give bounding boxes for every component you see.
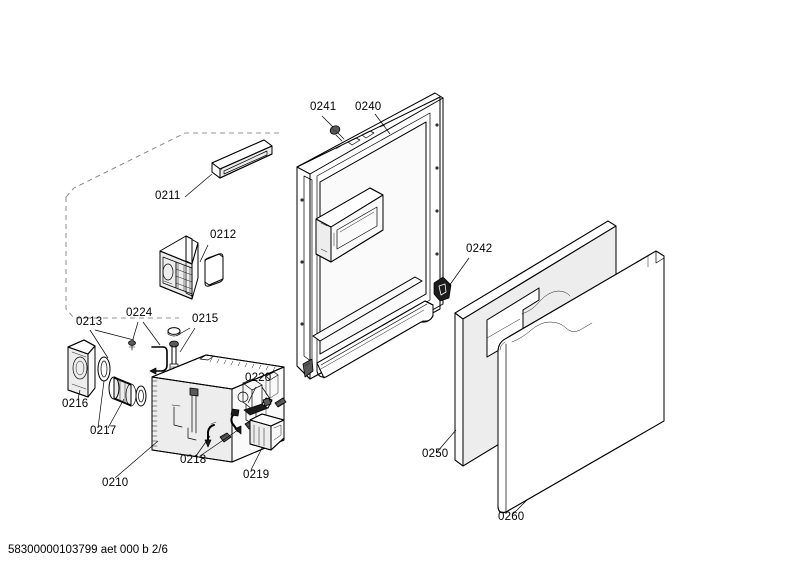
label-0213: 0213 [76, 316, 102, 328]
part-0242-shape [433, 276, 452, 302]
part-0216-shape [67, 339, 96, 398]
part-0211-shape [211, 139, 273, 179]
label-0211: 0211 [155, 190, 181, 202]
label-0240: 0240 [355, 101, 381, 113]
label-0219: 0219 [243, 469, 269, 481]
document-footer-code: 58300000103799 aet 000 b 2/6 [8, 544, 168, 556]
part-0218-shape [204, 408, 257, 448]
part-0215-shape [167, 327, 181, 375]
assembly-group-boundary [65, 132, 282, 319]
label-0218: 0218 [180, 454, 206, 466]
label-0216: 0216 [62, 398, 88, 410]
part-number-labels: 0211 0212 0213 0224 0215 0216 0217 0210 … [62, 101, 524, 523]
label-0215: 0215 [192, 313, 218, 325]
part-0240-shape [296, 92, 444, 380]
part-0220-shape [237, 391, 287, 416]
label-0241: 0241 [310, 101, 336, 113]
part-0212-shape [159, 235, 224, 300]
label-0224: 0224 [126, 307, 153, 319]
label-0220: 0220 [245, 372, 271, 384]
part-0224-shape [128, 340, 168, 375]
label-0260: 0260 [498, 511, 524, 523]
label-0242: 0242 [466, 243, 492, 255]
label-0217: 0217 [90, 425, 116, 437]
part-0260-shape [497, 250, 665, 514]
leader-lines [77, 113, 528, 516]
label-0250: 0250 [422, 448, 448, 460]
label-0212: 0212 [210, 229, 236, 241]
label-0210: 0210 [102, 477, 128, 489]
part-0241-shape [329, 125, 345, 142]
part-0217-shape [97, 356, 147, 407]
part-0219-shape [249, 413, 285, 451]
